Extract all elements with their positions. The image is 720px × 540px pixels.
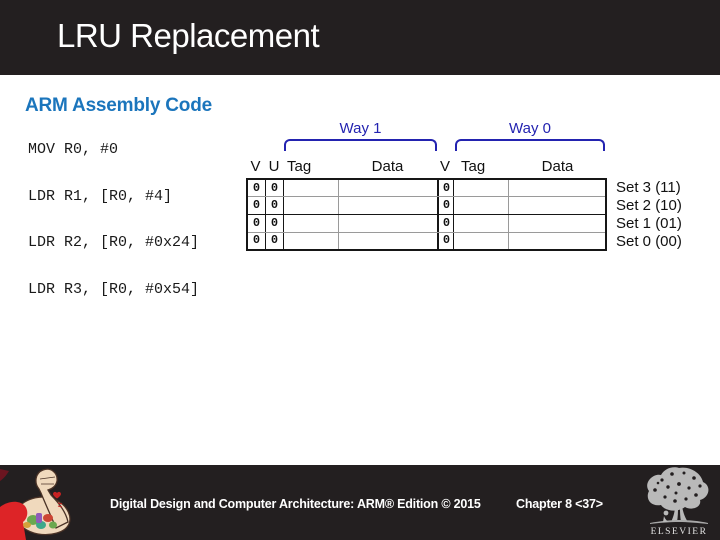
column-header-tag-way0: Tag (461, 158, 486, 175)
cache-cell-u: 0 (270, 233, 279, 247)
set-label: Set 3 (11) (616, 179, 681, 196)
way0-brace (455, 139, 605, 151)
cache-table: 0 0 0 0 0 0 0 0 0 0 0 0 (246, 178, 607, 251)
cache-cell-u: 0 (270, 216, 279, 230)
elsevier-logo-text: ELSEVIER (650, 527, 708, 537)
column-header-use-bit: U (268, 158, 280, 175)
page-title: LRU Replacement (57, 17, 320, 54)
column-header-data-way0: Data (541, 158, 574, 175)
cache-cell-v-way1: 0 (252, 233, 261, 247)
column-header-tag-way1: Tag (287, 158, 312, 175)
cache-cell-u: 0 (270, 198, 279, 212)
cache-cell-v-way1: 0 (252, 198, 261, 212)
table-grid-line (248, 232, 605, 233)
column-header-valid-way1: V (250, 158, 261, 175)
tattooed-arm-art (0, 468, 71, 540)
slide-title-bar: LRU Replacement (0, 0, 720, 75)
way0-label: Way 0 (509, 120, 551, 137)
elsevier-logo: ELSEVIER (642, 466, 716, 539)
table-grid-line (248, 196, 605, 197)
set-label: Set 1 (01) (616, 215, 682, 232)
code-line: LDR R2, [R0, #0x24] (28, 234, 200, 251)
cache-cell-v-way1: 0 (252, 216, 261, 230)
book-title: Digital Design and Computer Architecture… (110, 497, 481, 511)
cache-cell-u: 0 (270, 181, 279, 195)
cache-cell-v-way0: 0 (442, 216, 451, 230)
way1-brace (284, 139, 437, 151)
elsevier-tree-icon (647, 467, 709, 524)
column-header-valid-way0: V (439, 158, 450, 175)
set-label: Set 0 (00) (616, 233, 682, 250)
code-line: MOV R0, #0 (28, 141, 119, 158)
code-line: LDR R1, [R0, #4] (28, 187, 173, 205)
way1-label: Way 1 (339, 120, 382, 137)
section-heading: ARM Assembly Code (25, 95, 212, 116)
cache-cell-v-way0: 0 (442, 181, 451, 195)
assembly-code-block: MOV R0, #0 LDR R1, [R0, #4] LDR R2, [R0,… (28, 111, 199, 328)
code-line: LDR R3, [R0, #0x54] (28, 280, 200, 298)
cache-cell-v-way1: 0 (252, 181, 261, 195)
cache-cell-v-way0: 0 (442, 233, 451, 247)
cache-cell-v-way0: 0 (442, 198, 451, 212)
column-header-data-way1: Data (371, 158, 404, 175)
chapter-page-number: Chapter 8 <37> (516, 497, 603, 511)
set-label: Set 2 (10) (616, 197, 682, 214)
table-grid-line (248, 214, 605, 215)
footer-bar: Digital Design and Computer Architecture… (0, 465, 720, 540)
